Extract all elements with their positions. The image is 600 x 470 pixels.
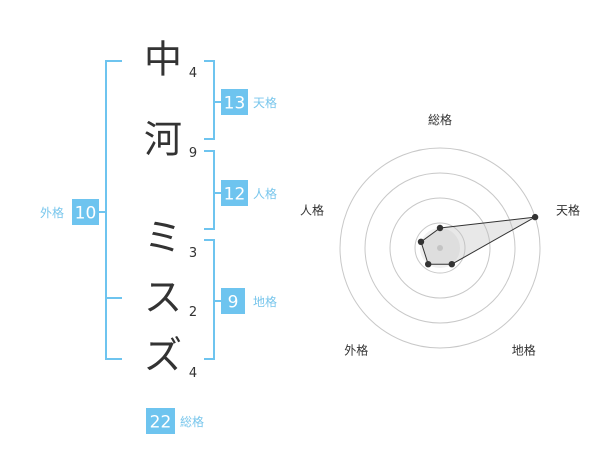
name-char-4: ス xyxy=(144,276,182,320)
gaikaku-value: 10 xyxy=(75,204,97,224)
radar-grid-ring-1 xyxy=(414,222,466,274)
radar-data-polygon xyxy=(420,216,536,265)
radar-point-4 xyxy=(425,261,432,268)
radar-axis-label-3: 地格 xyxy=(512,343,536,358)
tenkaku-bracket xyxy=(204,60,215,140)
radar-grid-ring-3 xyxy=(364,172,516,324)
chikaku-box xyxy=(221,288,245,314)
tenkaku-box xyxy=(221,89,248,115)
radar-center-dot xyxy=(437,245,443,251)
name-char-2: 河 xyxy=(144,118,182,162)
stroke-count-5: 4 xyxy=(189,366,197,381)
tenkaku-label: 天格 xyxy=(253,95,277,110)
fortune-soukaku: 22 総格 xyxy=(146,408,204,434)
radar-grid-ring-4 xyxy=(339,147,541,349)
name-char-1: 中 xyxy=(144,38,182,82)
gaikaku-box xyxy=(72,199,99,225)
stroke-count-3: 3 xyxy=(189,246,197,261)
fortune-gaikaku: 外格 10 xyxy=(40,199,99,225)
fortune-jinkaku: 12 人格 xyxy=(221,180,277,206)
radar-point-3 xyxy=(448,261,455,268)
fortune-chikaku: 9 地格 xyxy=(221,288,277,314)
outer-bracket xyxy=(105,60,122,360)
soukaku-value: 22 xyxy=(150,413,172,433)
tenkaku-value: 13 xyxy=(224,94,246,114)
chikaku-label: 地格 xyxy=(253,294,277,309)
stroke-counts: 4 9 3 2 4 xyxy=(189,66,197,381)
fortune-tenkaku: 13 天格 xyxy=(221,89,277,115)
stroke-count-1: 4 xyxy=(189,66,197,81)
jinkaku-box xyxy=(221,180,248,206)
chikaku-bracket xyxy=(204,239,215,360)
name-characters: 中 河 ミ ス ズ xyxy=(144,38,182,378)
radar-axis-label-1: 総格 xyxy=(428,112,452,127)
radar-point-5 xyxy=(417,238,425,245)
radar-point-2 xyxy=(531,213,539,221)
jinkaku-bracket xyxy=(204,150,215,230)
soukaku-box xyxy=(146,408,175,434)
stroke-count-2: 9 xyxy=(189,146,197,161)
gaikaku-label: 外格 xyxy=(40,205,64,220)
radar-point-1 xyxy=(436,224,444,232)
jinkaku-label: 人格 xyxy=(253,186,277,201)
brackets xyxy=(99,60,221,360)
chikaku-value: 9 xyxy=(228,293,239,313)
radar-axis-label-2: 天格 xyxy=(556,202,580,217)
radar-axis-label-5: 人格 xyxy=(300,202,324,217)
radar-axis-label-4: 外格 xyxy=(344,343,368,358)
name-char-3: ミ xyxy=(144,216,182,260)
name-char-5: ズ xyxy=(144,334,182,378)
soukaku-label: 総格 xyxy=(180,414,204,429)
stroke-count-4: 2 xyxy=(189,305,197,320)
radar-grid-ring-2 xyxy=(389,197,491,299)
jinkaku-value: 12 xyxy=(224,185,246,205)
